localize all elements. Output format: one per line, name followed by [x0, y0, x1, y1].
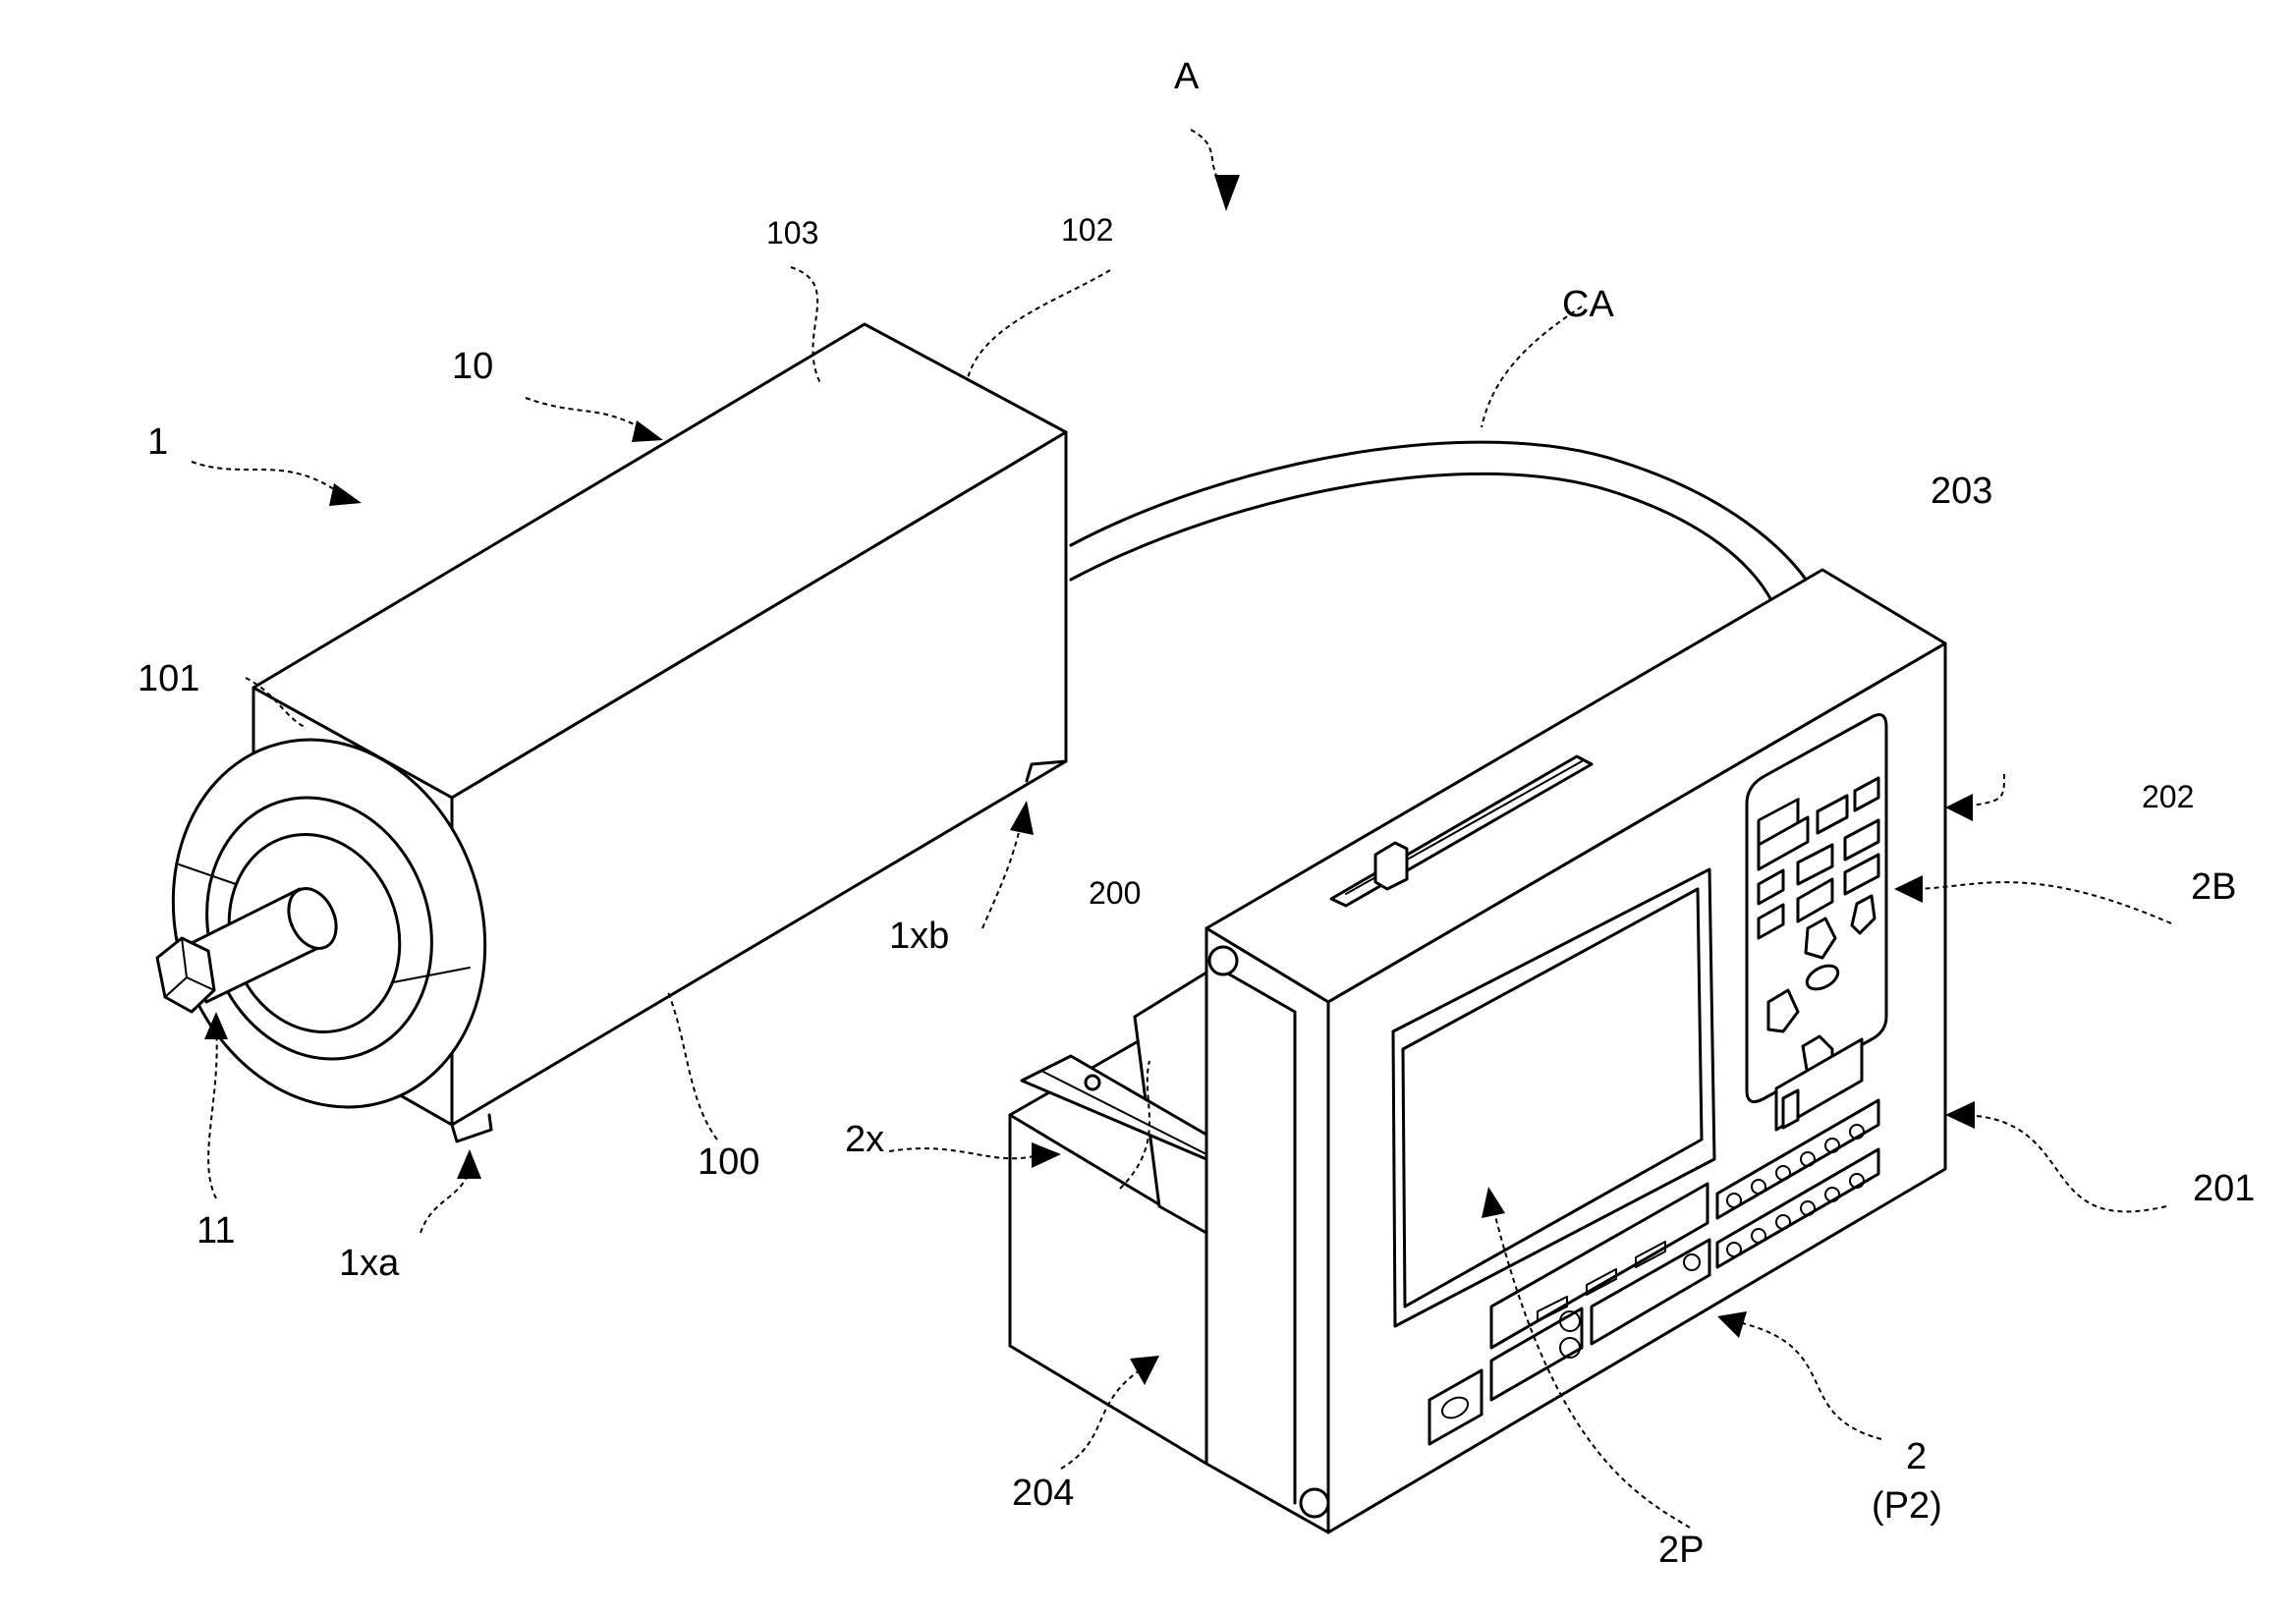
- label-201: 201: [2193, 1168, 2255, 1209]
- label-1xb: 1xb: [889, 916, 949, 957]
- label-202: 202: [2142, 779, 2194, 814]
- label-2b: 2B: [2191, 866, 2236, 908]
- label-10: 10: [452, 346, 493, 387]
- label-102: 102: [1061, 212, 1113, 248]
- label-2: 2: [1906, 1436, 1927, 1477]
- view-arrow-a: [1191, 130, 1240, 211]
- label-p2: (P2): [1872, 1485, 1942, 1527]
- label-ca: CA: [1562, 284, 1614, 325]
- label-2p: 2P: [1658, 1530, 1704, 1571]
- label-100: 100: [698, 1141, 759, 1183]
- cable-ca: [1071, 442, 1813, 604]
- label-103: 103: [766, 215, 818, 250]
- label-203: 203: [1931, 471, 1992, 512]
- label-11: 11: [196, 1210, 235, 1251]
- label-1xa: 1xa: [339, 1243, 400, 1284]
- label-1: 1: [147, 421, 168, 463]
- label-2x: 2x: [845, 1119, 884, 1160]
- label-101: 101: [138, 658, 199, 699]
- label-200: 200: [1089, 875, 1141, 911]
- label-204: 204: [1012, 1473, 1074, 1514]
- label-a: A: [1174, 56, 1200, 97]
